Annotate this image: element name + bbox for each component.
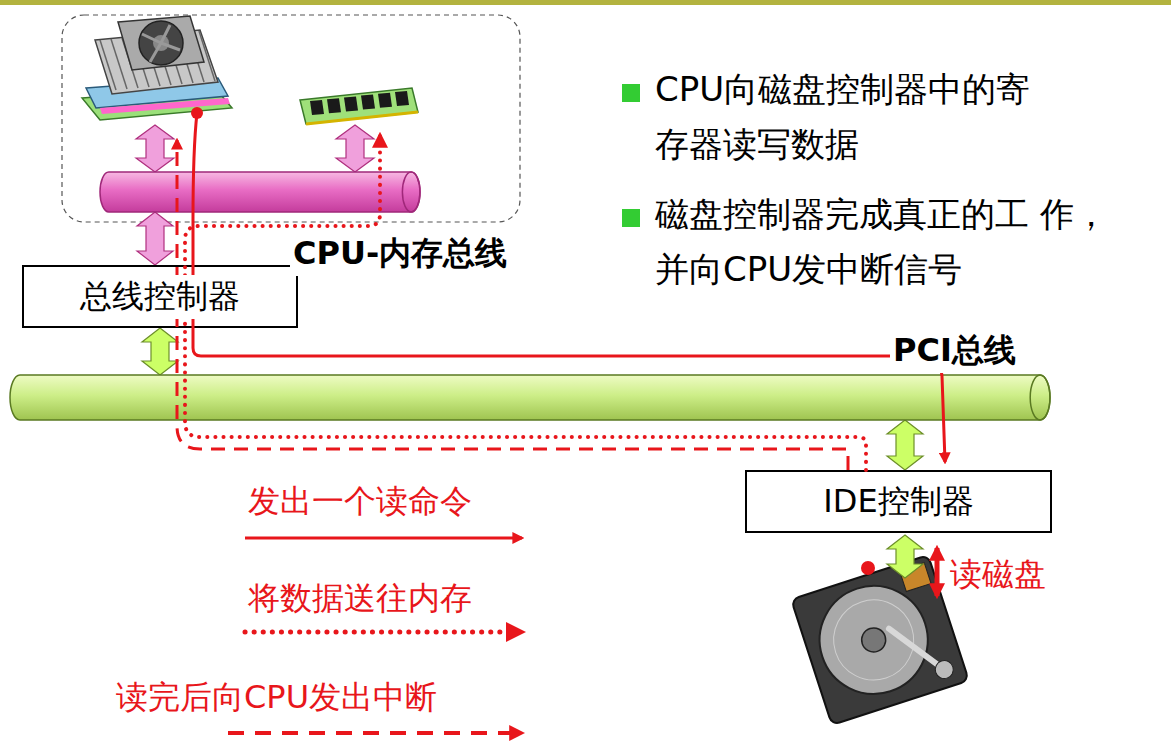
cpu-illustration bbox=[142, 25, 180, 62]
memory-chip bbox=[310, 100, 324, 115]
cpu-memory-region bbox=[62, 15, 520, 222]
memory-bus-arrow bbox=[336, 125, 374, 172]
legend-text: 将数据送往内存 bbox=[248, 577, 472, 621]
disk-link-arrow bbox=[887, 535, 923, 578]
bus-label: CPU-内存总线 bbox=[290, 232, 510, 276]
cylinder-end bbox=[402, 172, 420, 212]
bullet-text: CPU向磁盘控制器中的寄 存器读写数据 bbox=[655, 62, 1135, 172]
box-label: 总线控制器 bbox=[77, 275, 243, 319]
bullet-text: 磁盘控制器完成真正的工 作，并向CPU发中断信号 bbox=[655, 187, 1135, 297]
cpu-bus-arrow bbox=[136, 125, 174, 172]
interrupt-path bbox=[177, 140, 848, 470]
disk-illustration bbox=[791, 555, 969, 725]
memory-bus: CPU-内存总线 bbox=[100, 172, 420, 212]
memory-chip bbox=[361, 95, 375, 110]
cylinder-body bbox=[100, 172, 420, 212]
disk-illustration bbox=[859, 625, 889, 655]
legend-line-sample bbox=[228, 731, 522, 735]
bus-cylinder bbox=[100, 172, 420, 212]
box-label: IDE控制器 bbox=[820, 480, 976, 524]
cylinder-end bbox=[1030, 375, 1050, 420]
bullet-square bbox=[622, 209, 640, 227]
memory-illustration bbox=[300, 88, 418, 124]
legend-text: 读完后向CPU发出中断 bbox=[116, 676, 437, 720]
memory-chip bbox=[327, 98, 341, 113]
memory-chip bbox=[395, 91, 409, 106]
bus-link-arrow bbox=[887, 420, 923, 470]
top-rule bbox=[0, 0, 1171, 5]
bus-cylinder bbox=[10, 375, 1050, 420]
memory-illustration bbox=[300, 88, 418, 124]
bus-link-arrow bbox=[137, 212, 173, 265]
disk-illustration bbox=[933, 658, 956, 681]
bus-controller-box: 总线控制器 bbox=[22, 265, 298, 328]
data-to-memory-path bbox=[185, 135, 866, 470]
memory-bus-arrow bbox=[336, 125, 374, 172]
pci-bus: PCI总线 bbox=[10, 375, 1050, 420]
legend-line-sample bbox=[245, 630, 522, 635]
read-command-path bbox=[193, 113, 945, 462]
cpu-illustration bbox=[100, 98, 230, 114]
memory-chip bbox=[344, 96, 358, 111]
disk-link-arrow bbox=[887, 535, 923, 578]
disk-illustration bbox=[791, 555, 969, 725]
cpu-bus-arrow bbox=[136, 125, 174, 172]
memory-chip bbox=[378, 93, 392, 108]
legend-line-sample bbox=[245, 537, 522, 540]
bus-label: PCI总线 bbox=[890, 329, 1019, 373]
cpu-illustration bbox=[82, 16, 232, 120]
bullet-square bbox=[622, 84, 640, 102]
ide-controller-box: IDE控制器 bbox=[745, 470, 1052, 533]
cpu-illustration bbox=[139, 21, 183, 65]
path-start-dot bbox=[191, 107, 203, 119]
read-disk-arrow bbox=[935, 548, 940, 596]
disk-dot bbox=[861, 561, 875, 575]
legend-text: 发出一个读命令 bbox=[248, 480, 472, 524]
disk-illustration bbox=[806, 572, 942, 708]
read-disk-label: 读磁盘 bbox=[950, 549, 1090, 601]
bus-link-arrow bbox=[142, 328, 178, 375]
cylinder-body bbox=[10, 375, 1050, 420]
memory-illustration bbox=[310, 91, 409, 115]
cpu-illustration bbox=[118, 16, 204, 70]
memory-illustration bbox=[306, 112, 418, 124]
